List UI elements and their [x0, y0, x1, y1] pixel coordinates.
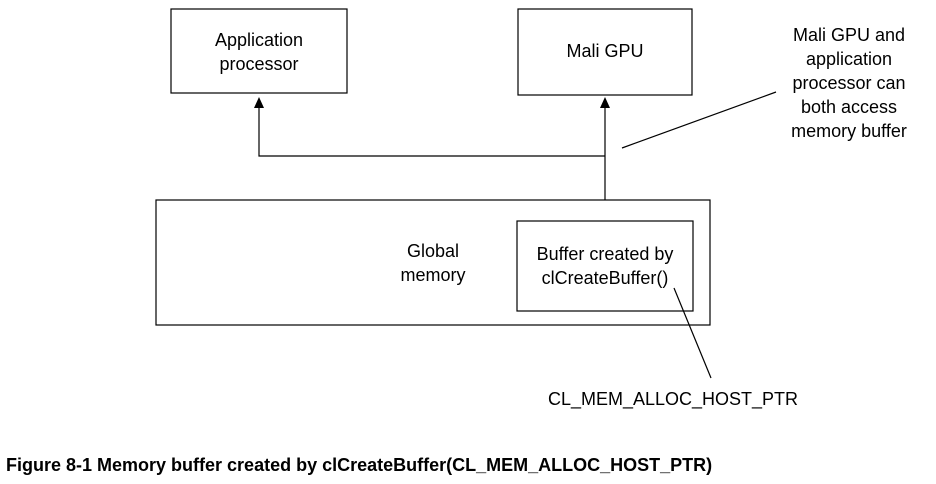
arrowhead-gpu: [600, 97, 610, 108]
buffer-label-line1: Buffer created by: [537, 244, 674, 264]
arrowhead-app-processor: [254, 97, 264, 108]
buffer-label-line2: clCreateBuffer(): [542, 268, 669, 288]
note-leader-line: [621, 91, 777, 149]
access-note-line4: both access: [801, 97, 897, 117]
access-note: Mali GPU and application processor can b…: [791, 25, 907, 141]
application-processor-box: Application processor: [170, 8, 348, 94]
access-note-line5: memory buffer: [791, 121, 907, 141]
buffer-box: Buffer created by clCreateBuffer(): [516, 220, 694, 312]
buffer-rect: [516, 220, 694, 312]
app-processor-connector: [258, 106, 605, 157]
access-note-line2: application: [806, 49, 892, 69]
mali-gpu-label: Mali GPU: [566, 41, 643, 61]
access-note-line1: Mali GPU and: [793, 25, 905, 45]
global-memory-label-line1: Global: [407, 241, 459, 261]
application-processor-label-line1: Application: [215, 30, 303, 50]
figure-caption: Figure 8-1 Memory buffer created by clCr…: [6, 455, 712, 475]
application-processor-label-line2: processor: [219, 54, 298, 74]
mali-gpu-rect: [517, 8, 693, 96]
mali-gpu-box: Mali GPU: [517, 8, 693, 96]
application-processor-rect: [170, 8, 348, 94]
global-memory-label-line2: memory: [400, 265, 465, 285]
access-note-line3: processor can: [792, 73, 905, 93]
flag-label: CL_MEM_ALLOC_HOST_PTR: [548, 389, 798, 410]
flag-leader-line: [673, 287, 712, 379]
